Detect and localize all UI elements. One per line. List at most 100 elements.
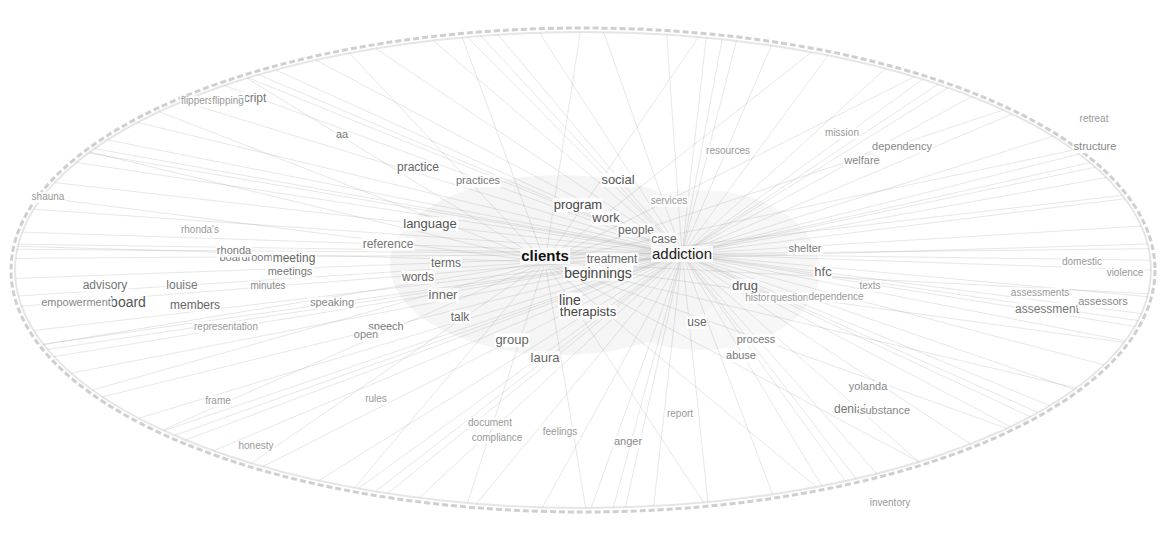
ray-line	[498, 35, 682, 254]
ray-line	[163, 262, 545, 430]
ray-line	[682, 249, 1149, 254]
word-label: feelings	[542, 427, 578, 438]
ray-line	[358, 254, 682, 489]
ray-line	[542, 254, 682, 507]
word-label: hfc	[813, 265, 832, 279]
ray-line	[251, 262, 545, 463]
ray-line	[682, 254, 971, 444]
ray-line	[682, 254, 708, 502]
word-label: substance	[859, 405, 911, 417]
word-label: retreat	[1079, 114, 1110, 125]
ray-line	[545, 262, 816, 487]
word-label: dependency	[871, 141, 933, 153]
ray-line	[545, 262, 704, 503]
ray-line	[468, 262, 545, 503]
ray-line	[682, 199, 1125, 254]
word-label: violence	[1106, 268, 1145, 279]
ray-line	[258, 75, 682, 254]
ray-line	[71, 254, 682, 373]
ray-line	[682, 136, 1053, 254]
ray-line	[247, 78, 545, 262]
ray-line	[682, 45, 771, 254]
word-label: open	[353, 329, 379, 341]
word-label: compliance	[471, 433, 524, 444]
word-label: dependence	[807, 292, 864, 303]
ray-line	[248, 78, 682, 254]
ray-line	[545, 110, 1003, 262]
ray-line	[682, 254, 856, 479]
ray-line	[682, 154, 1079, 254]
ray-line	[462, 37, 545, 262]
ray-line	[682, 84, 938, 254]
ray-line	[34, 209, 682, 254]
word-label: aa	[335, 129, 349, 141]
word-label: flippers	[180, 96, 214, 107]
ray-line	[545, 262, 919, 462]
ray-line	[48, 254, 682, 350]
word-label: drug	[731, 279, 759, 293]
ray-line	[682, 79, 923, 254]
ray-line	[376, 48, 682, 254]
word-label: board	[109, 295, 147, 310]
outer-ring-inner	[15, 32, 1151, 508]
ray-line	[224, 85, 682, 254]
ray-line	[545, 32, 580, 262]
ray-line	[682, 163, 1090, 254]
ray-line	[682, 254, 1050, 406]
word-label: program	[553, 198, 603, 212]
word-label: mission	[824, 128, 860, 139]
ray-line	[17, 249, 682, 254]
word-label: speaking	[309, 297, 355, 309]
word-label: use	[686, 316, 707, 329]
ray-line	[88, 153, 682, 254]
word-label: shauna	[31, 192, 66, 203]
word-label: services	[650, 196, 689, 207]
word-label: case	[650, 233, 677, 246]
word-label: members	[169, 299, 221, 312]
ray-line	[682, 254, 845, 481]
word-label: inventory	[869, 498, 912, 509]
ray-line	[481, 36, 682, 254]
word-label: assessment	[1014, 303, 1080, 316]
word-label: meeting	[272, 252, 317, 265]
ray-line	[316, 60, 682, 254]
word-label: representation	[193, 322, 259, 333]
ray-line	[682, 254, 919, 462]
word-label: honesty	[237, 441, 274, 452]
ray-line	[139, 254, 682, 418]
ray-line	[388, 254, 682, 494]
ray-line	[654, 254, 682, 506]
word-label: practices	[455, 175, 501, 187]
ray-line	[92, 262, 545, 390]
word-label: addiction	[651, 246, 713, 262]
ray-line	[682, 254, 1038, 412]
word-label: reference	[362, 238, 415, 251]
ray-line	[682, 38, 706, 254]
ray-line	[545, 77, 915, 262]
word-label: welfare	[843, 155, 880, 167]
ray-line	[34, 254, 682, 331]
ray-line	[626, 254, 682, 507]
ray-line	[175, 254, 682, 435]
word-label: practice	[396, 161, 440, 174]
ray-line	[682, 167, 1095, 254]
ray-line	[433, 40, 682, 254]
ray-line	[319, 254, 682, 481]
word-label: social	[600, 173, 635, 187]
ray-line	[54, 254, 682, 357]
word-label: people	[617, 224, 655, 237]
ray-line	[539, 33, 682, 254]
ray-line	[545, 262, 1076, 388]
ray-line	[682, 254, 1135, 326]
ray-line	[350, 53, 545, 262]
ray-line	[43, 254, 682, 344]
word-label: treatment	[586, 253, 639, 266]
word-label: rules	[364, 394, 388, 405]
word-label: structure	[1073, 141, 1118, 153]
word-label: abuse	[725, 350, 757, 362]
word-label: assessments	[1010, 288, 1070, 299]
word-label: meetings	[267, 266, 314, 278]
ray-line	[90, 152, 545, 262]
ray-line	[354, 262, 545, 488]
